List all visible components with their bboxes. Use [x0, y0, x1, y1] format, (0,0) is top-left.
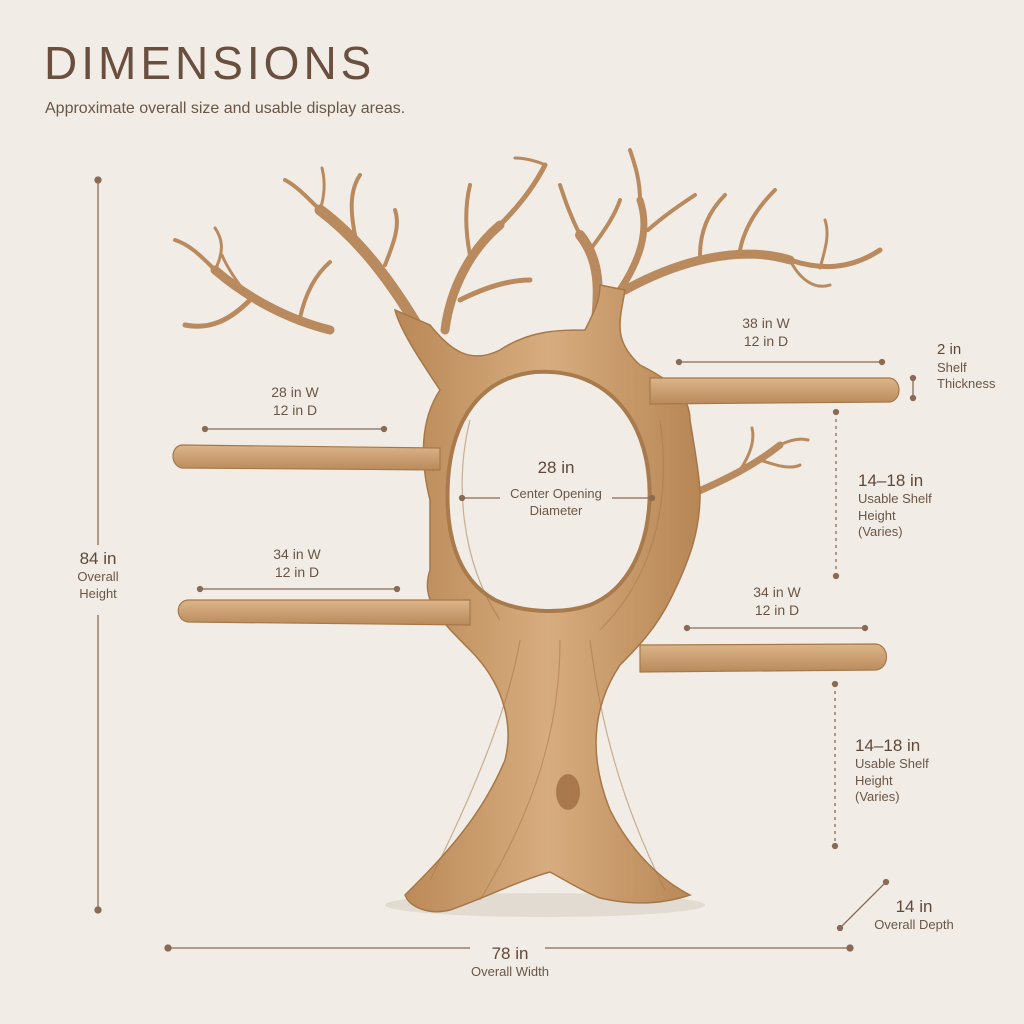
dimension-lines	[94, 176, 917, 952]
usable-height-upper-value: 14–18 in	[858, 471, 924, 490]
wood-knot	[556, 774, 580, 810]
overall-height-value: 84 in	[79, 549, 117, 568]
shelf-thickness-value: 2 in	[937, 341, 962, 358]
shelf-left-lower-label: 34 in W 12 in D	[273, 546, 321, 580]
shelf-right-lower	[639, 643, 888, 673]
center-opening-label: 28 in Center Opening Diameter	[496, 457, 616, 519]
usable-height-lower-value: 14–18 in	[855, 736, 921, 755]
tree-shelf-illustration	[172, 148, 900, 917]
center-opening	[445, 369, 652, 614]
page-subtitle: Approximate overall size and usable disp…	[45, 100, 406, 117]
wood-grain	[429, 419, 666, 901]
usable-height-lower-label: 14–18 in Usable Shelf Height (Varies)	[855, 735, 965, 805]
height-dimension-line	[94, 176, 102, 914]
depth-dimension-line	[836, 878, 890, 932]
overall-width-value: 78 in	[491, 944, 529, 963]
shelf-right-lower-label: 34 in W 12 in D	[753, 584, 801, 618]
center-opening-value: 28 in	[537, 458, 575, 477]
usable-height-endpoints	[831, 408, 840, 850]
overall-depth-value: 14 in	[895, 897, 933, 916]
shelf-thickness-line	[909, 374, 917, 402]
shelf-right-upper	[649, 377, 900, 405]
overall-height-label: 84 in Overall Height	[58, 548, 138, 602]
branch-twigs	[173, 148, 883, 499]
page-title: DIMENSIONS	[44, 37, 376, 89]
shelf-left-upper-label: 28 in W 12 in D	[271, 384, 319, 418]
overall-width-label: 78 in Overall Width	[430, 943, 590, 981]
width-dimension-line	[164, 944, 854, 952]
overall-depth-label: 14 in Overall Depth	[860, 896, 968, 934]
usable-height-upper-label: 14–18 in Usable Shelf Height (Varies)	[858, 470, 968, 540]
shelf-left-upper	[172, 444, 441, 471]
shelf-width-lines	[196, 358, 886, 632]
shelf-right-upper-label: 38 in W 12 in D	[742, 315, 790, 349]
shelf-left-lower	[177, 599, 471, 626]
center-opening-dimension-line	[458, 494, 656, 502]
shelf-thickness-label: 2 in Shelf Thickness	[937, 341, 1017, 392]
usable-height-lines	[834, 412, 837, 846]
shelves	[172, 377, 900, 673]
